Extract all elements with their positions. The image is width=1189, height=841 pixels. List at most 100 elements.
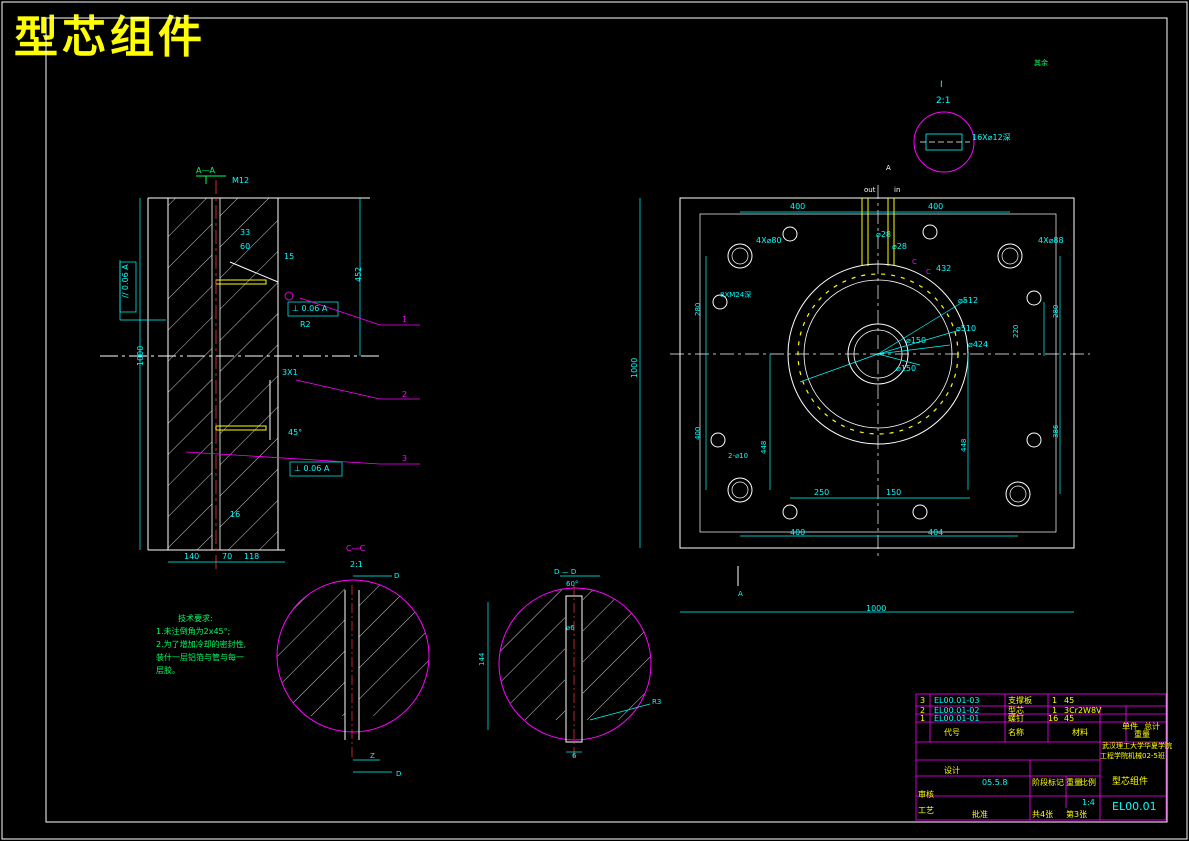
scale-value: 1:4 [1082, 798, 1095, 807]
section-aa-w140: 140 [184, 552, 200, 561]
callout-1: 1 [402, 315, 408, 324]
section-dd-144: 144 [478, 652, 486, 666]
mass-label: 重量 [1066, 778, 1082, 787]
section-dd-label: D — D [554, 568, 577, 576]
section-aa-d15: 15 [284, 252, 295, 261]
header-code: 代号 [944, 728, 960, 737]
dim-150b: ⌀150 [896, 364, 917, 373]
design-label: 设计 [944, 766, 960, 775]
label-in: in [894, 186, 901, 194]
part-2-material: 3Cr2W8V [1064, 706, 1102, 715]
dim-432: 432 [936, 264, 952, 273]
dim-right-220: 220 [1012, 324, 1020, 338]
section-cc [276, 575, 430, 773]
header-weight: 重量 [1134, 730, 1150, 739]
label-section-a-top: A [886, 164, 891, 172]
dim-bottom-404: 404 [928, 528, 944, 537]
part-1-name: 螺钉 [1008, 714, 1024, 723]
detail-i-note: 16X⌀12深 [972, 133, 1011, 142]
dim-right-280: 280 [1052, 304, 1060, 318]
approve-label: 批准 [972, 810, 988, 819]
tech-req-heading: 技术要求: [178, 614, 213, 623]
section-aa [100, 175, 420, 570]
part-3-name: 支撑板 [1008, 696, 1032, 705]
section-cc-d-bottom: D [396, 770, 402, 778]
dim-width-1000: 1000 [866, 604, 887, 613]
section-aa-3x1: 3X1 [282, 368, 298, 377]
dim-left-280: 280 [694, 302, 702, 316]
tech-req-line-4: 层胶。 [156, 666, 180, 675]
tol-frame-perp-1: ⊥ 0.06 A [292, 304, 328, 313]
section-aa-d16: 16 [230, 510, 241, 519]
section-dd-w: ⌀6 [566, 624, 575, 632]
part-1-code: EL00.01-01 [934, 714, 980, 723]
tech-req-line-3: 装什一层铝箔与管与每一 [156, 653, 244, 662]
part-1-no: 1 [920, 714, 926, 723]
drawing-name: 型芯组件 [1112, 777, 1149, 787]
detail-i-scale: 2:1 [936, 96, 951, 106]
label-section-a-bottom: A [738, 590, 743, 598]
part-2-qty: 1 [1052, 706, 1058, 715]
tol-frame-perp-2: ⊥ 0.06 A [294, 464, 330, 473]
craft-label: 工艺 [918, 806, 934, 815]
dim-512: ⌀512 [958, 296, 979, 305]
part-2-code: EL00.01-02 [934, 706, 980, 715]
title-block: 3 EL00.01-03 支撑板 1 45 2 EL00.01-02 型芯 1 … [916, 694, 1172, 820]
dim-left-400: 400 [694, 426, 702, 440]
dim-top-left: 400 [790, 202, 806, 211]
callout-2: 2 [402, 390, 408, 399]
part-2-no: 2 [920, 706, 926, 715]
sheets-total: 共4张 [1032, 810, 1054, 819]
sheet-current: 第3张 [1066, 810, 1088, 819]
part-1-qty: 16 [1048, 714, 1059, 723]
label-c1: C [912, 258, 917, 266]
part-3-code: EL00.01-03 [934, 696, 980, 705]
callout-3: 3 [402, 454, 408, 463]
dim-right-386: 386 [1052, 424, 1060, 438]
dim-150: ⌀150 [906, 336, 927, 345]
dim-bottom-250: 250 [814, 488, 830, 497]
surface-finish-note: 其余 [1034, 59, 1048, 67]
dim-top-right: 400 [928, 202, 944, 211]
dim-424: ⌀424 [968, 340, 989, 349]
section-cc-label: C—C [346, 544, 366, 553]
dim-bottom-150: 150 [886, 488, 902, 497]
tech-req-line-1: 1.未注倒角为2x45°; [156, 627, 231, 636]
tech-req-line-2: 2.为了增加冷却的密封性, [156, 640, 247, 649]
plan-view [639, 185, 1090, 613]
detail-i-label: I [940, 80, 943, 90]
dim-510: ⌀510 [956, 324, 977, 333]
inner-frame [45, 17, 1168, 823]
section-aa-upper: 452 [354, 266, 363, 282]
section-cc-d-top: D [394, 572, 400, 580]
part-2-name: 型芯 [1008, 706, 1024, 715]
section-aa-d33: 33 [240, 228, 251, 237]
header-single: 单件 [1122, 722, 1138, 731]
detail-i [913, 111, 975, 173]
dim-thread-8: 8XM24深 [720, 291, 752, 299]
part-3-material: 45 [1064, 696, 1075, 705]
part-3-qty: 1 [1052, 696, 1058, 705]
section-dd-angle: 60° [566, 580, 579, 588]
school-name: 武汉理工大学华夏学院 [1102, 742, 1172, 750]
drawing-code: EL00.01 [1112, 800, 1157, 813]
part-3-no: 3 [920, 696, 926, 705]
section-dd-r3: R3 [652, 698, 662, 706]
section-aa-label: A—A [196, 166, 215, 175]
label-c2: C [926, 268, 931, 276]
dim-28: ⌀28 [876, 230, 891, 239]
section-cc-scale: 2:1 [350, 560, 363, 569]
section-aa-w118: 118 [244, 552, 260, 561]
review-label: 审核 [918, 790, 934, 799]
section-aa-height: 1000 [136, 345, 145, 366]
dim-right-448: 448 [960, 438, 968, 452]
section-aa-thread: M12 [232, 176, 250, 185]
drawing-title: 型芯组件 [14, 12, 206, 63]
scale-label: 比例 [1080, 778, 1096, 787]
section-aa-angle: 45° [288, 428, 303, 437]
dim-holes-4x88: 4X⌀88 [1038, 236, 1064, 245]
header-material: 材料 [1072, 728, 1088, 737]
